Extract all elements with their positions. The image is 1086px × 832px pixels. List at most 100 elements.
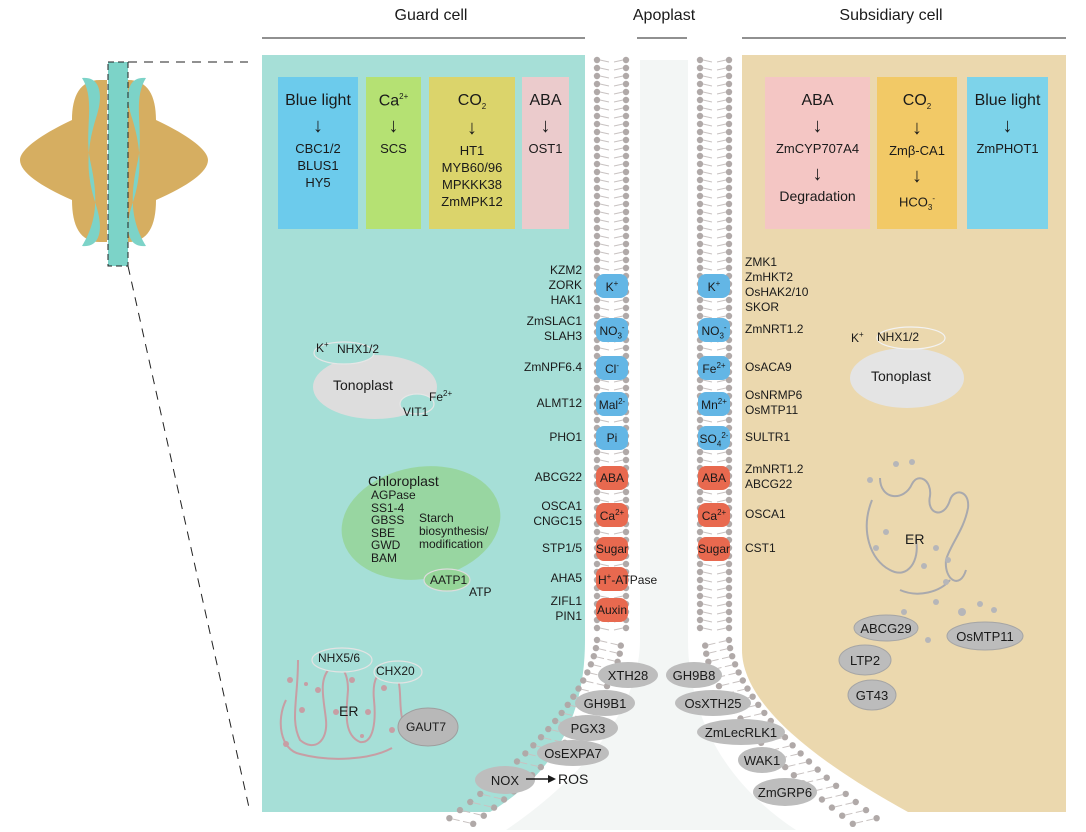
- zoom-line-bottom: [127, 265, 251, 813]
- channel-right: [698, 426, 730, 450]
- channel-right: [698, 466, 730, 490]
- guard-tonoplast-label: Tonoplast: [333, 377, 393, 393]
- channel-left: [596, 274, 628, 298]
- transporter-name: ZORK: [548, 277, 582, 292]
- transporter-name: OsMTP11: [745, 403, 799, 417]
- sub-nhx12-label: NHX1/2: [877, 330, 920, 344]
- channel-left: [596, 318, 628, 342]
- box-head: Blue light: [285, 92, 351, 109]
- channel-left: [596, 567, 628, 591]
- transporter-name: OSCA1: [541, 499, 582, 513]
- guard-cell-header: Guard cell: [394, 7, 468, 24]
- aatp1-transporter: [423, 568, 471, 592]
- channel-label: K+: [707, 279, 721, 294]
- down-arrow-icon: ↓: [812, 163, 823, 185]
- transporter-name: OSCA1: [745, 506, 786, 521]
- ros-label: ROS: [558, 771, 589, 787]
- starch-process-line: modification: [419, 537, 484, 551]
- sub-aba-box: ABA ↓ ZmCYP707A4 ↓ Degradation: [765, 77, 870, 229]
- channel-label: Fe2+: [702, 361, 726, 376]
- channel-label: Auxin: [596, 603, 628, 617]
- transporter-name: SULTR1: [745, 429, 791, 444]
- box-head: Blue light: [974, 92, 1041, 109]
- channel-label: H+-ATPase: [598, 572, 658, 587]
- transporter-name: PIN1: [555, 609, 582, 623]
- channel-label: SO42-: [699, 431, 729, 449]
- guard-er-label: ER: [339, 703, 359, 719]
- chx20-label: CHX20: [376, 664, 415, 678]
- transporter-name: ZMK1: [745, 255, 778, 269]
- chloroplast-shape: [341, 466, 501, 580]
- transporter-name: ZmNPF6.4: [523, 359, 582, 374]
- box-bottom: HCO3-: [898, 194, 935, 213]
- channel-label: Pi: [606, 431, 618, 445]
- channel-right: [698, 356, 730, 380]
- apoplast-header: Apoplast: [632, 7, 696, 24]
- transporter-name: ALMT12: [536, 395, 582, 410]
- apoplast-protein-right: GH9B8: [672, 668, 716, 683]
- sub-protein-shapes: [838, 614, 1024, 711]
- aatp1-label: AATP1: [430, 573, 468, 587]
- signal-component: HY5: [305, 175, 331, 190]
- channel-label: NO3-: [701, 323, 727, 341]
- gaut7-label: GAUT7: [406, 720, 447, 734]
- channel-label: Sugar: [697, 542, 731, 556]
- apoplast-protein-right: OsXTH25: [684, 696, 742, 711]
- channel-left: [596, 426, 628, 450]
- sub-co2-box: CO2 ↓ Zmβ-CA1 ↓ HCO3-: [877, 77, 957, 229]
- nox-label: NOX: [490, 773, 520, 788]
- channel-left: [596, 392, 628, 416]
- apoplast-protein-right: ZmLecRLK1: [704, 725, 778, 740]
- vit1-transporter: [399, 393, 435, 415]
- sub-nhx12-transporter: [876, 326, 946, 350]
- calcium-box: Ca2+ ↓ SCS: [366, 77, 421, 229]
- sub-tonoplast-k-label: K+: [851, 330, 864, 345]
- channel-label: Mn2+: [701, 397, 727, 412]
- down-arrow-icon: ↓: [912, 165, 922, 188]
- apoplast-protein-left: PGX3: [570, 721, 606, 736]
- starch-process-line: biosynthesis/: [419, 524, 489, 538]
- guard-er-ribosomes: [283, 677, 395, 747]
- subsidiary-cell-header: Subsidiary cell: [839, 7, 943, 24]
- tonoplast-k-label: K+: [316, 340, 329, 355]
- transporter-name: SKOR: [745, 300, 780, 314]
- transporter-name: ZmNRT1.2: [745, 321, 804, 336]
- channel-left: [596, 598, 628, 622]
- sub-protein: GT43: [855, 688, 889, 703]
- starch-process-line: Starch: [419, 511, 454, 525]
- box-head: ABA: [801, 92, 834, 109]
- stomata-icon: [20, 61, 208, 267]
- channel-left: [596, 356, 628, 380]
- starch-enzyme: AGPase: [371, 488, 416, 502]
- signal-component: SCS: [380, 141, 407, 157]
- sub-er-label: ER: [905, 531, 925, 547]
- channel-label: Ca2+: [701, 508, 727, 523]
- channel-label: NO3-: [599, 323, 625, 341]
- channel-right: [698, 274, 730, 298]
- transporter-name: OsACA9: [745, 359, 792, 374]
- channel-label: Sugar: [595, 542, 629, 556]
- sub-protein: LTP2: [849, 653, 881, 668]
- transporter-name: CST1: [745, 540, 776, 555]
- transporter-name: ZmNRT1.2: [745, 462, 804, 476]
- transporter-name: KZM2: [549, 262, 582, 277]
- gaut7-protein: [397, 707, 459, 747]
- nhx12-label: NHX1/2: [337, 342, 380, 356]
- channel-label: Cl-: [604, 361, 619, 376]
- apoplast-protein-right: WAK1: [743, 753, 781, 768]
- signal-component: ZmMPK12: [441, 194, 503, 210]
- sub-blue-light-box: Blue light ↓ ZmPHOT1: [967, 77, 1048, 229]
- tonoplast-fe-label: Fe2+: [429, 389, 453, 404]
- starch-enzyme: SS1-4: [371, 500, 405, 515]
- channel-right: [698, 392, 730, 416]
- channel-left: [596, 537, 628, 561]
- transporter-name: AHA5: [550, 570, 582, 585]
- signal-component: HT1: [459, 143, 485, 159]
- sub-protein: ABCG29: [860, 621, 912, 636]
- aba-box: ABA ↓ OST1: [522, 77, 569, 229]
- apoplast-space: [506, 60, 796, 830]
- sub-protein: OsMTP11: [956, 629, 1014, 644]
